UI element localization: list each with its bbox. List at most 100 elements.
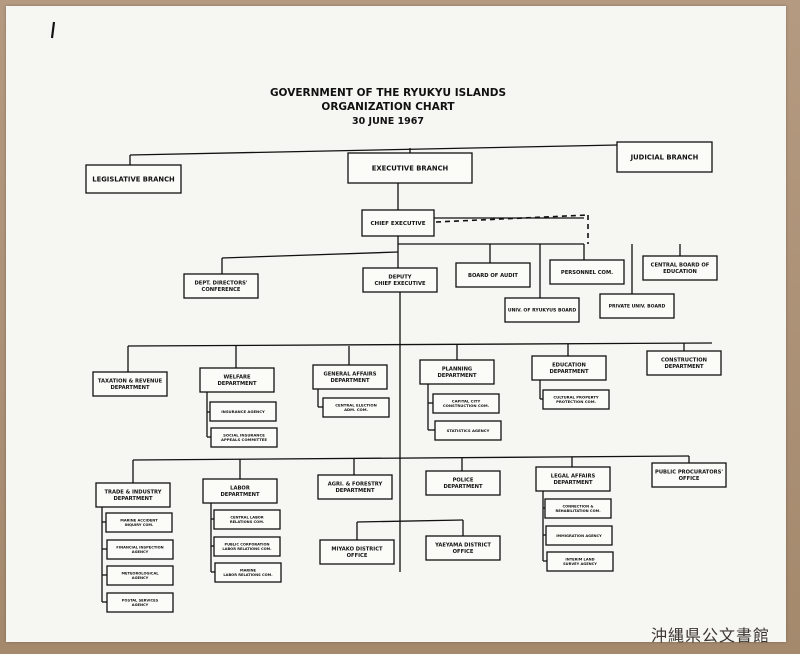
box-label-line: TRADE & INDUSTRY (104, 490, 161, 496)
box-label-line: POLICE (453, 478, 474, 484)
box-label-line: EXECUTIVE BRANCH (372, 164, 449, 172)
box-personnel: PERSONNEL COM. (549, 259, 625, 285)
box-frame (535, 466, 611, 492)
box-frame (214, 562, 282, 583)
box-label-line: DEPARTMENT (110, 385, 150, 391)
box-label-line: INQUIRY COM. (125, 523, 154, 527)
box-frame (542, 389, 610, 410)
box-frame (202, 478, 278, 504)
box-label-line: TAXATION & REVENUE (98, 379, 163, 385)
box-label-line: CONSTRUCTION COM. (443, 403, 490, 408)
box-frame (183, 273, 259, 299)
box-label-line: CONNECTION & (562, 505, 593, 509)
box-label-line: PUBLIC PROCURATORS' (655, 470, 723, 476)
box-label-line: OFFICE (347, 553, 368, 559)
box-label-line: BOARD OF AUDIT (468, 273, 518, 279)
box-label-line: CONSTRUCTION (661, 358, 707, 364)
box-label-line: MIYAKO DISTRICT (331, 547, 383, 553)
box-frame (105, 512, 173, 533)
box-frame (317, 474, 393, 500)
box-label-line: SOCIAL INSURANCE (223, 432, 265, 437)
box-label-line: YAEYAMA DISTRICT (434, 543, 491, 549)
box-label-line: CAPITAL CITY (452, 398, 481, 403)
box-label-line: APPEALS COMMITTEE (221, 437, 267, 442)
box-frame (199, 367, 275, 393)
box-frame (545, 525, 613, 546)
box-frame (362, 267, 438, 293)
connector-line (221, 251, 399, 259)
box-label-line: METEOROLOGICAL (121, 572, 159, 576)
box-frame (312, 364, 388, 390)
box-frame (347, 152, 473, 184)
box-label-line: POSTAL SERVICES (122, 599, 159, 603)
box-label-line: PLANNING (442, 367, 472, 373)
box-label-line: WELFARE (223, 375, 251, 381)
box-label-line: CHIEF EXECUTIVE (374, 281, 426, 287)
connector-line (132, 455, 690, 461)
box-statistics: STATISTICS AGENCY (434, 420, 502, 441)
box-frame (85, 164, 182, 194)
box-frame (651, 462, 727, 488)
box-frame (361, 209, 435, 237)
box-label-line: LABOR RELATIONS COM. (223, 573, 272, 577)
box-legislative: LEGISLATIVE BRANCH (85, 164, 182, 194)
box-label-line: PUBLIC CORPORATION (224, 543, 269, 547)
box-frame (546, 551, 614, 572)
box-frame (642, 255, 718, 281)
box-label-line: DEPARTMENT (553, 480, 593, 486)
box-label-line: DEPARTMENT (549, 369, 589, 375)
box-label-line: CENTRAL ELECTION (335, 402, 377, 407)
box-frame (210, 427, 278, 448)
box-frame (434, 420, 502, 441)
connector-line (127, 342, 713, 347)
box-immigration: IMMIGRATION AGENCY (545, 525, 613, 546)
box-frame (504, 297, 580, 323)
box-frame (531, 355, 607, 381)
box-label-line: RELATIONS COM. (230, 520, 264, 524)
box-label-line: EDUCATION (663, 269, 697, 275)
box-label-line: AGRI. & FORESTRY (328, 482, 383, 488)
box-label-line: DEPARTMENT (113, 496, 153, 502)
box-frame (549, 259, 625, 285)
box-frame (106, 592, 174, 613)
box-label-line: MARINE (240, 569, 256, 573)
box-label-line: AGENCY (132, 603, 149, 607)
box-label-line: DEPARTMENT (217, 381, 257, 387)
box-frame (432, 393, 500, 414)
box-frame (213, 509, 281, 530)
box-frame (646, 350, 722, 376)
box-label-line: DEPUTY (388, 275, 411, 281)
box-private: PRIVATE UNIV. BOARD (599, 293, 675, 319)
box-frame (209, 401, 277, 422)
connector-line (356, 519, 464, 523)
connector-line (129, 143, 669, 156)
box-label-line: CHIEF EXECUTIVE (370, 221, 425, 227)
box-frame (616, 141, 713, 173)
box-label-line: DEPT. DIRECTORS' (194, 281, 247, 287)
chart-title-line2: ORGANIZATION CHART (321, 101, 455, 113)
box-frame (425, 535, 501, 561)
box-label-line: LABOR (230, 486, 250, 492)
box-label-line: LEGISLATIVE BRANCH (92, 175, 175, 183)
box-frame (455, 262, 531, 288)
box-label-line: LEGAL AFFAIRS (551, 474, 596, 480)
box-executive: EXECUTIVE BRANCH (347, 152, 473, 184)
box-label-line: CULTURAL PROPERTY (553, 394, 599, 399)
